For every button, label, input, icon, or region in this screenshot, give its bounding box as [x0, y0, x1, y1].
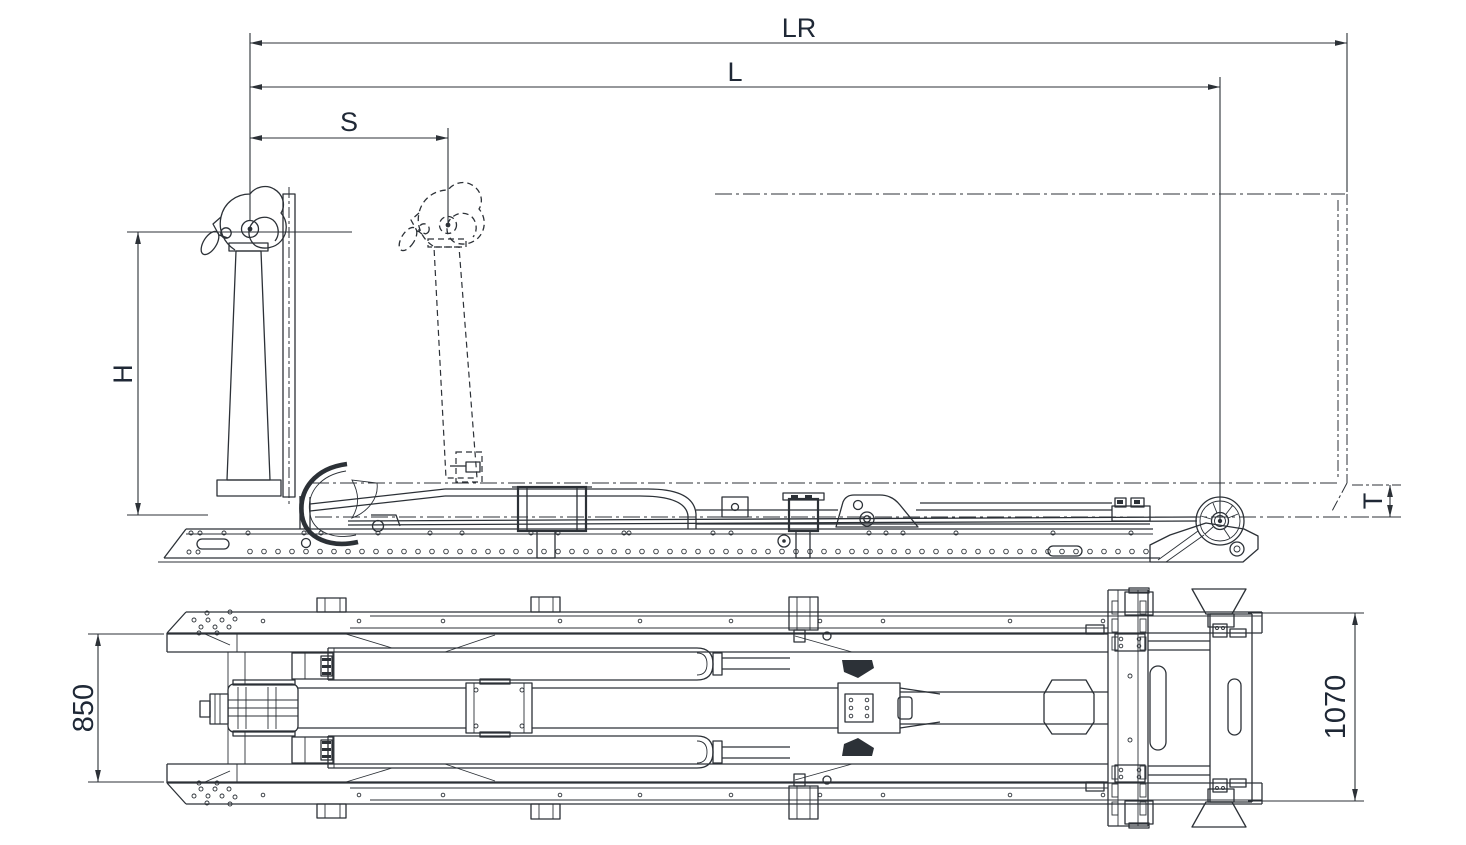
dimension-s: S — [250, 107, 449, 222]
plan-half-frame — [166, 587, 1263, 681]
rear-mount-block — [837, 682, 913, 734]
container-rear-chamfer — [1330, 482, 1348, 514]
tie-rod — [347, 520, 1198, 526]
crossmember-slots — [1111, 600, 1147, 651]
hydraulic-cylinder — [327, 647, 790, 681]
dimension-front-width-850: 850 — [68, 633, 164, 783]
hook-icon-phantom — [394, 181, 485, 255]
roller-support — [1149, 522, 1259, 563]
hex-cutout — [1043, 679, 1095, 735]
arm-column-phantom — [433, 246, 478, 479]
dimension-l: L — [250, 57, 1221, 523]
rail-holes — [260, 618, 1106, 624]
container-outline — [312, 193, 1348, 514]
frame-clamp — [530, 596, 561, 613]
hook-catch — [350, 479, 378, 519]
dim-label-850: 850 — [68, 684, 100, 732]
dim-label-h: H — [108, 364, 138, 384]
rear-hinge-block — [1111, 505, 1151, 522]
hole-cluster — [191, 609, 238, 636]
front-roller — [371, 519, 385, 533]
dimension-rear-width-1070: 1070 — [1248, 612, 1364, 802]
dim-label-t: T — [1358, 493, 1388, 510]
side-view: LR L S H T — [108, 13, 1401, 563]
bolt-plate — [844, 693, 874, 723]
arm-guide-curve — [299, 461, 359, 547]
plan-center — [199, 589, 1253, 827]
hook-shank-plan — [209, 693, 229, 725]
lock-bracket — [291, 652, 334, 680]
frame-clamp — [316, 597, 347, 613]
mid-clamp — [787, 497, 820, 533]
side-slot — [1149, 665, 1167, 751]
tie-rod — [347, 516, 1198, 522]
dimension-lr: LR — [249, 13, 1348, 220]
plan-view: 850 1070 — [68, 587, 1364, 829]
subframe-slot — [1047, 545, 1083, 557]
mid-slider-block — [465, 678, 533, 738]
beam-slot — [1227, 678, 1242, 736]
telescopic-boom — [298, 687, 1108, 729]
roller-spokes — [1200, 502, 1239, 539]
tilt-frame — [299, 485, 1198, 559]
hinge-bracket — [835, 494, 919, 528]
rear-roller-plan — [1191, 588, 1247, 615]
front-post — [282, 187, 296, 505]
subframe — [158, 528, 1160, 563]
dim-label-l: L — [727, 57, 742, 87]
container-front-lock-phantom — [455, 451, 483, 483]
lock-hook — [842, 660, 874, 678]
hook-icon — [196, 185, 287, 259]
lock-bracket — [465, 461, 481, 473]
arm-column — [226, 250, 271, 481]
hole-row — [244, 547, 1154, 556]
dimension-t: T — [1352, 484, 1401, 518]
roller-bracket — [721, 496, 749, 518]
arm-base — [216, 479, 282, 497]
subframe-slot — [196, 538, 230, 550]
rear-roller — [1149, 496, 1259, 563]
dimension-h: H — [108, 231, 352, 516]
hook-arm — [196, 185, 378, 547]
hook-carriage — [199, 679, 299, 737]
bolt-plate — [1114, 633, 1146, 652]
plan-half-frame-mirrored — [166, 735, 1263, 829]
dim-label-1070: 1070 — [1320, 675, 1352, 740]
frame-clamp — [1124, 591, 1154, 616]
hook-collar-phantom — [427, 238, 467, 248]
frame-clamp — [788, 596, 819, 631]
phantom-hook — [394, 181, 485, 479]
dim-label-s: S — [340, 107, 358, 137]
top-hole-row — [186, 530, 1134, 555]
dim-label-lr: LR — [782, 13, 817, 43]
